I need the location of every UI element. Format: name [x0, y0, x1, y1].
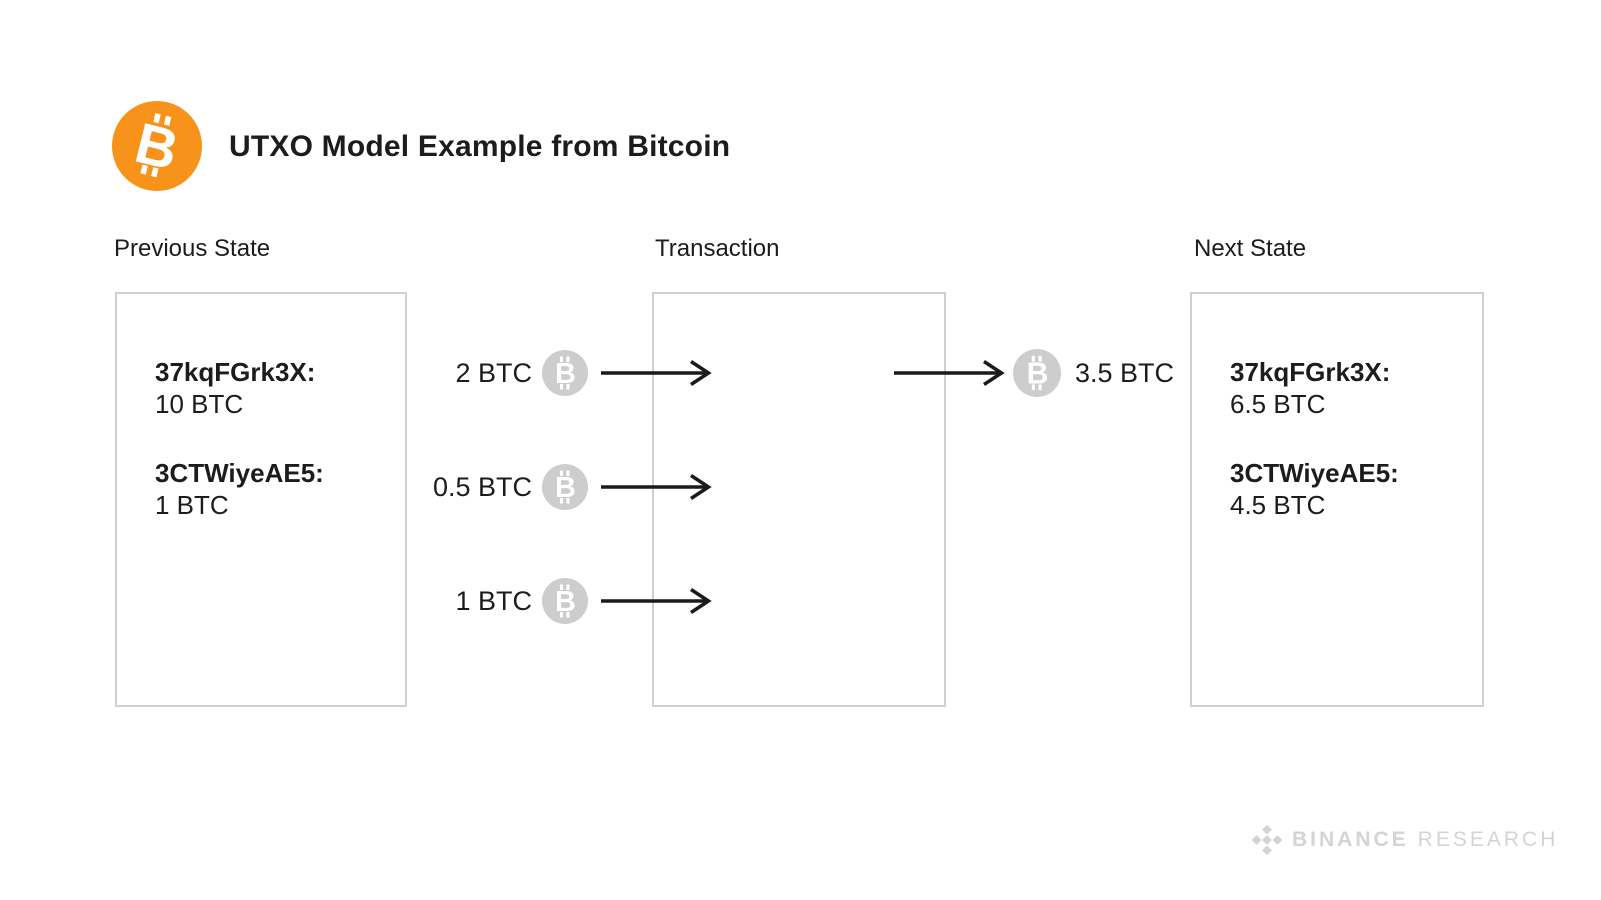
address-label: 37kqFGrk3X:: [1230, 357, 1391, 387]
arrow-right-icon: [601, 474, 712, 500]
svg-text:B: B: [555, 358, 576, 390]
address-amount: 1 BTC: [155, 490, 229, 520]
address-entry: 3CTWiyeAE5: 4.5 BTC: [1230, 457, 1482, 521]
transaction-label: Transaction: [655, 235, 780, 262]
arrow-right-icon: [601, 360, 712, 386]
address-label: 3CTWiyeAE5:: [155, 458, 324, 488]
arrow-right-icon: [601, 588, 712, 614]
brand-suffix: RESEARCH: [1417, 828, 1559, 851]
input-amount-label: 2 BTC: [455, 358, 532, 388]
address-label: 37kqFGrk3X:: [155, 357, 316, 387]
input-amount-label: 1 BTC: [455, 586, 532, 616]
address-entry: 37kqFGrk3X: 6.5 BTC: [1230, 356, 1482, 420]
input-amount-label: 0.5 BTC: [432, 472, 532, 502]
svg-text:B: B: [1027, 357, 1049, 390]
bitcoin-coin-icon: B: [542, 350, 588, 396]
binance-diamond-icon: [1251, 824, 1283, 856]
arrow-right-icon: [894, 360, 1005, 386]
output-amount-label: 3.5 BTC: [1075, 358, 1175, 388]
svg-text:B: B: [555, 586, 576, 618]
previous-state-label: Previous State: [114, 235, 271, 262]
next-state-label: Next State: [1194, 235, 1307, 262]
transaction-box: [652, 292, 946, 707]
previous-state-box: 37kqFGrk3X: 10 BTC 3CTWiyeAE5: 1 BTC: [115, 292, 407, 707]
bitcoin-coin-icon: B: [542, 578, 588, 624]
address-amount: 6.5 BTC: [1230, 389, 1326, 419]
bitcoin-coin-icon: B: [542, 464, 588, 510]
page-title: UTXO Model Example from Bitcoin: [229, 130, 731, 163]
svg-text:B: B: [555, 472, 576, 504]
binance-research-logo: BINANCE RESEARCH: [1250, 823, 1558, 857]
bitcoin-coin-icon: B: [1013, 349, 1061, 397]
address-entry: 37kqFGrk3X: 10 BTC: [155, 356, 405, 420]
address-entry: 3CTWiyeAE5: 1 BTC: [155, 457, 405, 521]
address-label: 3CTWiyeAE5:: [1230, 458, 1399, 488]
brand-name: BINANCE: [1292, 828, 1409, 851]
bitcoin-logo-icon: B: [112, 101, 202, 191]
next-state-box: 37kqFGrk3X: 6.5 BTC 3CTWiyeAE5: 4.5 BTC: [1190, 292, 1484, 707]
address-amount: 4.5 BTC: [1230, 490, 1326, 520]
address-amount: 10 BTC: [155, 389, 244, 419]
